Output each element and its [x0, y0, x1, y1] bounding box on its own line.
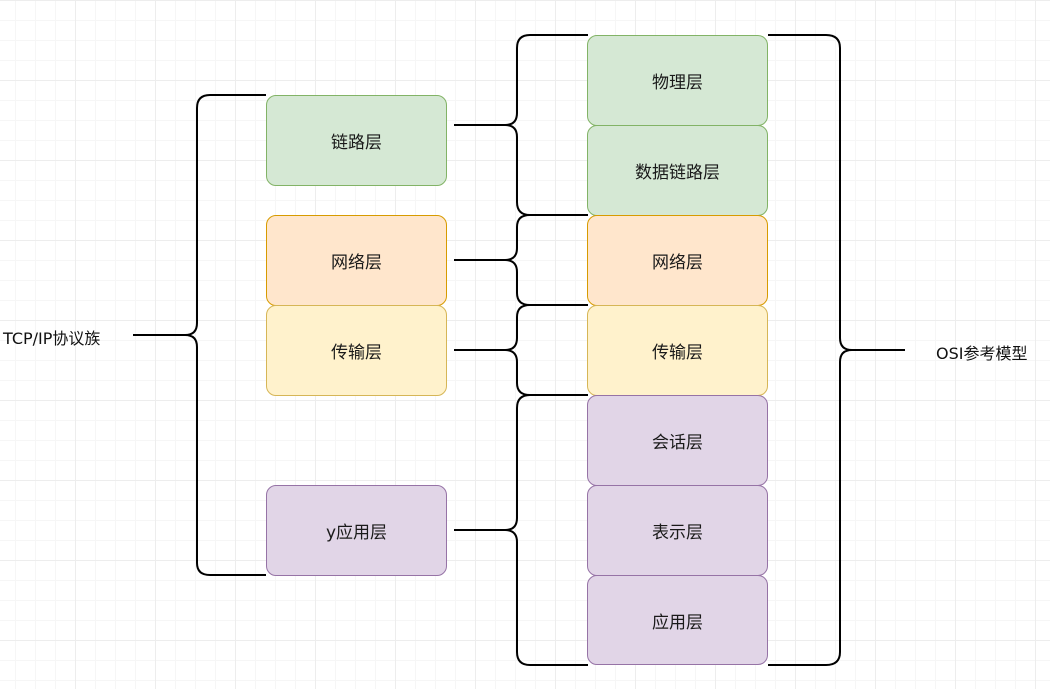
- box-label: y应用层: [325, 523, 388, 543]
- tcpip-transport-layer-box: 传输层: [266, 305, 447, 396]
- tcpip-brace: [133, 94, 266, 576]
- tcpip-network-layer-box: 网络层: [266, 215, 447, 306]
- link-layer-brace: [454, 34, 588, 216]
- box-label: 会话层: [652, 433, 703, 453]
- box-label: 网络层: [331, 253, 382, 273]
- network-layer-brace: [454, 214, 588, 306]
- box-label: 传输层: [331, 343, 382, 363]
- osi-application-layer-box: 应用层: [587, 575, 768, 665]
- box-label: 传输层: [652, 343, 703, 363]
- osi-network-layer-box: 网络层: [587, 215, 768, 306]
- osi-transport-layer-box: 传输层: [587, 305, 768, 396]
- box-label: 数据链路层: [635, 163, 720, 183]
- application-layer-brace: [454, 394, 588, 666]
- tcpip-suite-label: TCP/IP协议族: [3, 329, 101, 348]
- osi-data-link-layer-box: 数据链路层: [587, 125, 768, 216]
- tcpip-application-layer-box: y应用层: [266, 485, 447, 576]
- box-label: 链路层: [331, 133, 382, 153]
- osi-presentation-layer-box: 表示层: [587, 485, 768, 576]
- box-label: 应用层: [652, 612, 703, 633]
- box-label: 网络层: [652, 253, 703, 273]
- transport-layer-brace: [454, 304, 588, 396]
- osi-model-label: OSI参考模型: [936, 344, 1028, 363]
- osi-physical-layer-box: 物理层: [587, 35, 768, 126]
- osi-session-layer-box: 会话层: [587, 395, 768, 486]
- box-label: 物理层: [652, 73, 703, 93]
- tcpip-link-layer-box: 链路层: [266, 95, 447, 186]
- osi-brace: [768, 34, 905, 666]
- box-label: 表示层: [652, 523, 703, 543]
